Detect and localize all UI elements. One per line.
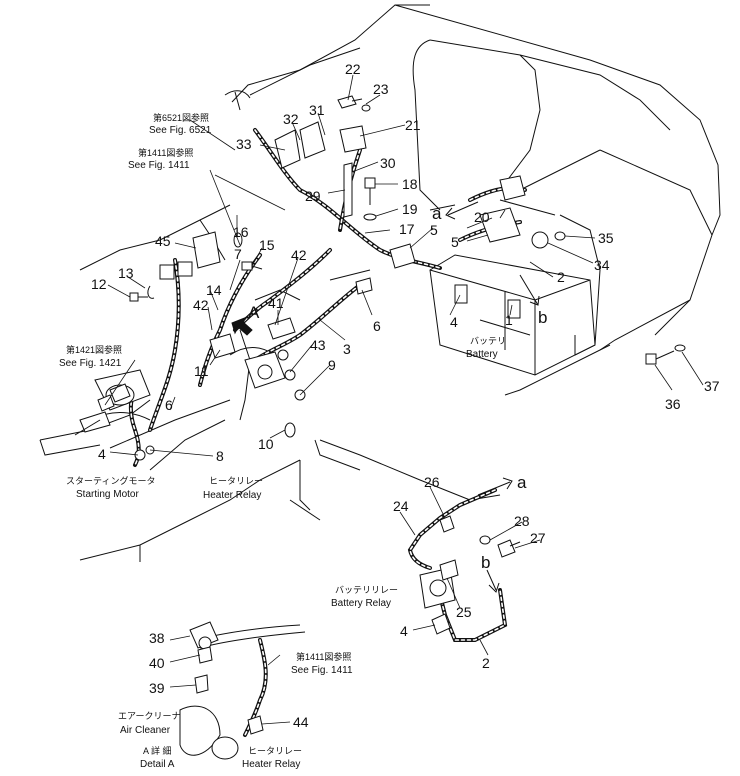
callout-30: 30	[380, 155, 396, 171]
letter-a-top: a	[432, 204, 442, 223]
letter-b-top: b	[538, 308, 547, 327]
ref-1411-jp: 第1411図参照	[138, 147, 193, 158]
callout-33: 33	[236, 136, 252, 152]
heater-relay2-label-jp: ヒータリレー	[248, 746, 302, 756]
callout-39: 39	[149, 680, 165, 696]
callout-5: 5	[430, 222, 438, 238]
callout-11: 11	[194, 363, 209, 379]
callout-38: 38	[149, 630, 165, 646]
callout-numbers: 1 2 3 4 5 6 7 8 9 10 11 12 13 14 15 16 1…	[91, 61, 720, 730]
callout-6b: 6	[165, 397, 173, 413]
reference-labels: 第6521図参照 See Fig. 6521 第1411図参照 See Fig.…	[59, 112, 353, 676]
callout-15: 15	[259, 237, 275, 253]
heater-relay-label-en: Heater Relay	[203, 490, 261, 501]
ref-6521-jp: 第6521図参照	[153, 112, 209, 123]
callout-13: 13	[118, 265, 134, 281]
callout-14: 14	[206, 282, 222, 298]
battery-label-en: Battery	[466, 349, 498, 360]
callout-19: 19	[402, 201, 418, 217]
callout-31: 31	[309, 102, 325, 118]
callout-12: 12	[91, 276, 107, 292]
callout-6: 6	[373, 318, 381, 334]
callout-42: 42	[291, 247, 307, 263]
callout-26: 26	[424, 474, 440, 490]
callout-25: 25	[456, 604, 472, 620]
cable-assembly	[407, 488, 521, 642]
detail-a-label-en: Detail A	[140, 759, 175, 770]
callout-4b: 4	[98, 446, 106, 462]
callout-8: 8	[216, 448, 224, 464]
callout-9: 9	[328, 357, 336, 373]
callout-32: 32	[283, 111, 299, 127]
callout-45: 45	[155, 233, 171, 249]
starting-motor-label-en: Starting Motor	[76, 489, 139, 500]
machine-frame	[39, 4, 721, 562]
callout-1: 1	[505, 312, 513, 328]
battery-relay-label-jp: バッテリリレー	[335, 585, 398, 595]
callout-29: 29	[305, 188, 321, 204]
callout-10: 10	[258, 436, 274, 452]
callout-24: 24	[393, 498, 409, 514]
callout-7: 7	[234, 246, 242, 262]
callout-42b: 42	[193, 297, 209, 313]
callout-18: 18	[402, 176, 418, 192]
heater-relay-label-jp: ヒータリレー	[209, 476, 263, 486]
callout-5b: 5	[451, 234, 459, 250]
arrows	[231, 201, 540, 593]
callout-36: 36	[665, 396, 681, 412]
callout-20: 20	[474, 209, 490, 225]
callout-4c: 4	[400, 623, 408, 639]
callout-34: 34	[594, 257, 610, 273]
air-cleaner-label-jp: エアークリーナ	[118, 711, 180, 721]
callout-4: 4	[450, 314, 458, 330]
section-letters: A a b a b	[248, 204, 547, 572]
ref-1411b-jp: 第1411図参照	[296, 651, 351, 662]
callout-37: 37	[704, 378, 720, 394]
callout-43: 43	[310, 337, 326, 353]
letter-a-bottom: a	[517, 473, 527, 492]
detail-a	[179, 621, 306, 760]
callout-21: 21	[405, 117, 421, 133]
battery-relay-label-en: Battery Relay	[331, 598, 391, 609]
letter-b-bottom: b	[481, 553, 490, 572]
callout-44: 44	[293, 714, 309, 730]
callout-3: 3	[343, 341, 351, 357]
heater-relay2-label-en: Heater Relay	[242, 759, 300, 770]
callout-27: 27	[530, 530, 546, 546]
callout-22: 22	[345, 61, 361, 77]
ref-1421-en: See Fig. 1421	[59, 358, 122, 369]
ref-6521-en: See Fig. 6521	[149, 125, 212, 136]
callout-40: 40	[149, 655, 165, 671]
ref-1411-en: See Fig. 1411	[128, 160, 190, 171]
ref-1421-jp: 第1421図参照	[66, 344, 122, 355]
air-cleaner-label-en: Air Cleaner	[120, 725, 171, 736]
callout-35: 35	[598, 230, 614, 246]
battery-label-jp: バッテリ	[470, 336, 506, 346]
callout-16: 16	[233, 224, 249, 240]
callout-2b: 2	[482, 655, 490, 671]
callout-2: 2	[557, 269, 565, 285]
component-labels: バッテリ Battery スターティングモータ Starting Motor ヒ…	[66, 336, 506, 770]
leader-lines	[104, 74, 704, 725]
ref-1411b-en: See Fig. 1411	[291, 665, 353, 676]
detail-a-arrow	[231, 315, 253, 336]
letter-A: A	[248, 303, 260, 322]
callout-41: 41	[268, 295, 284, 311]
callout-23: 23	[373, 81, 389, 97]
detail-a-label-jp: A 詳 細	[143, 745, 172, 756]
starting-motor-label-jp: スターティングモータ	[66, 475, 155, 486]
callout-28: 28	[514, 513, 530, 529]
callout-17: 17	[399, 221, 415, 237]
